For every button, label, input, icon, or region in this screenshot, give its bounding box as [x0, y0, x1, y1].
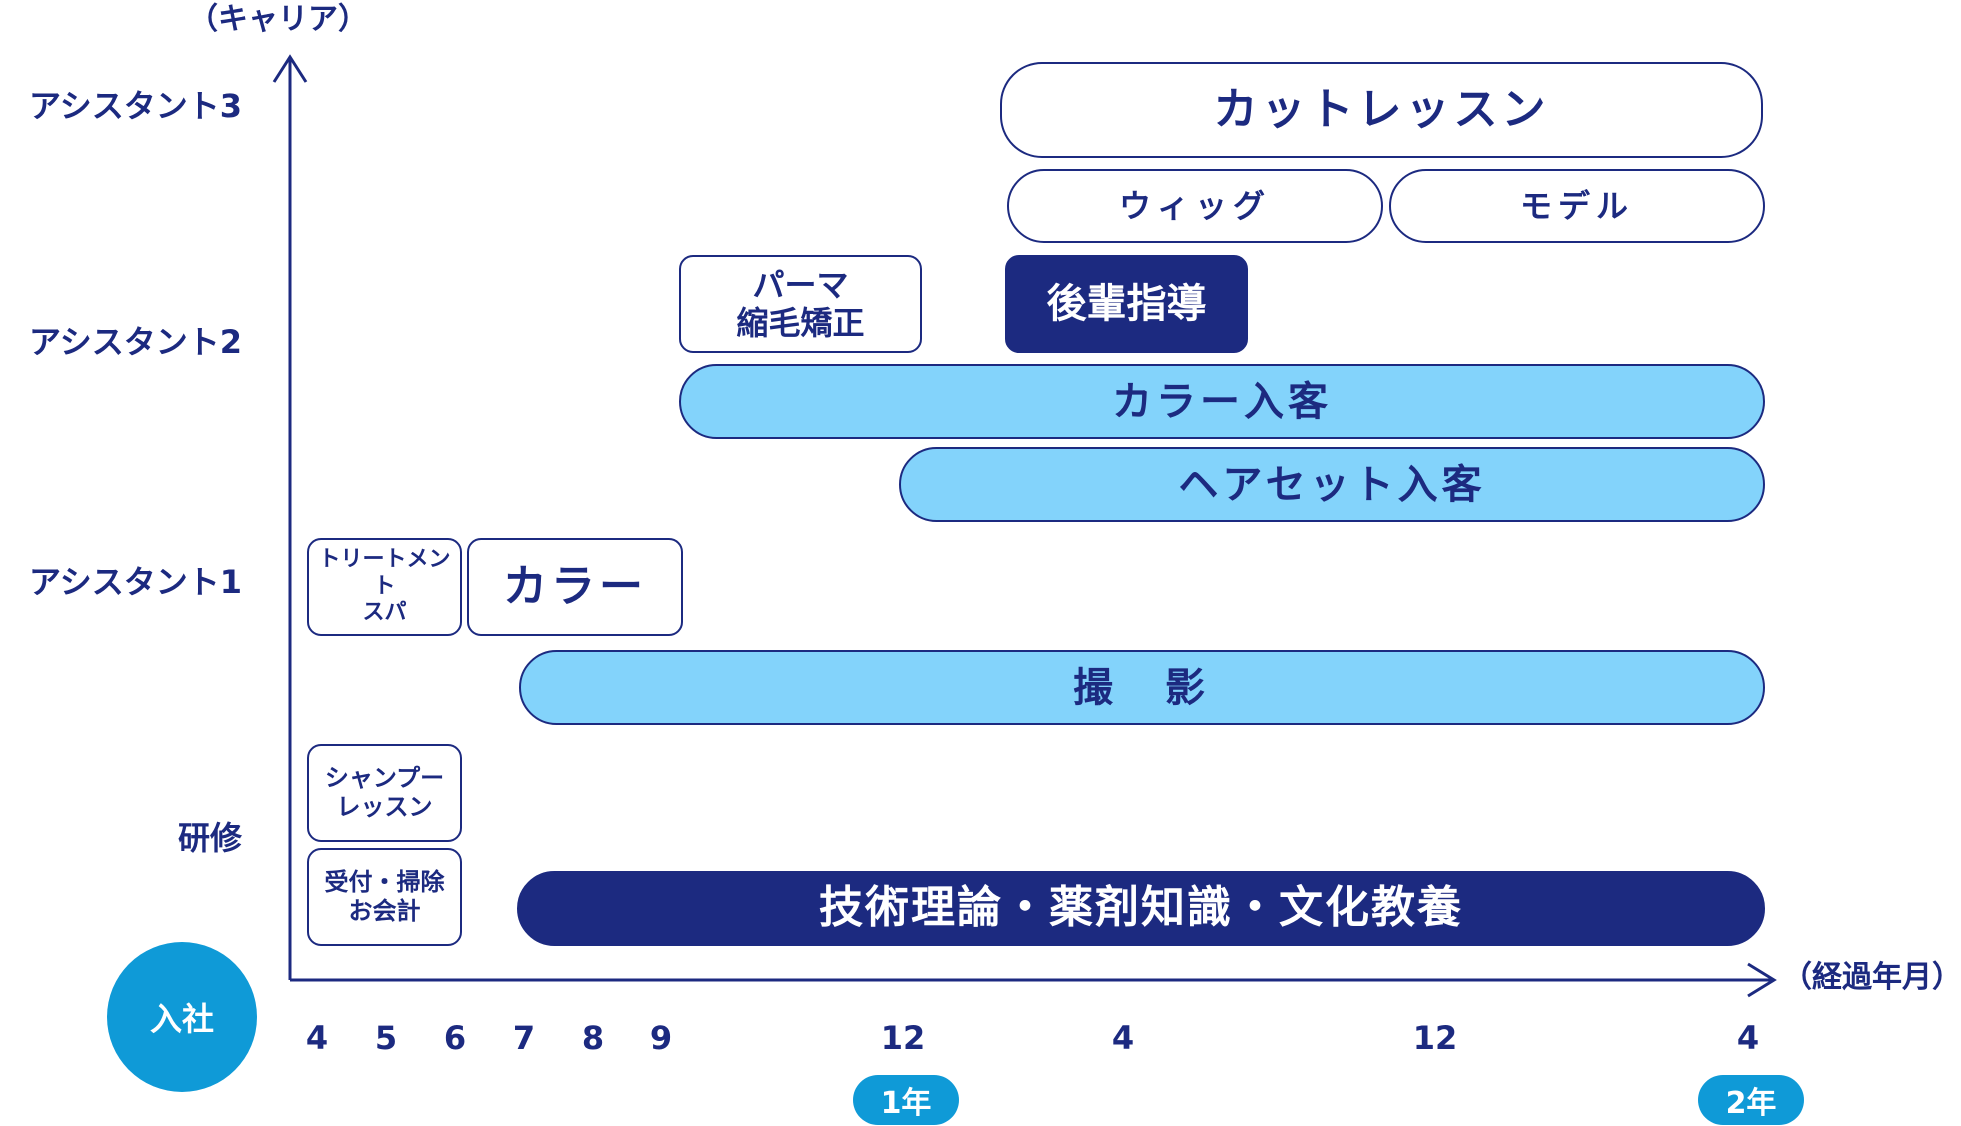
x-tick: 12: [880, 1019, 926, 1057]
y-level-assistant3: アシスタント3: [29, 87, 242, 125]
y-axis: [272, 54, 308, 980]
block-theory: 技術理論・薬剤知識・文化教養: [517, 871, 1765, 946]
block-cut-lesson: カットレッスン: [1000, 62, 1763, 158]
start-badge: 入社: [107, 942, 257, 1092]
x-axis: [290, 962, 1777, 998]
x-tick: 5: [374, 1019, 398, 1057]
block-color-customer: カラー入客: [679, 364, 1765, 439]
x-tick: 9: [649, 1019, 673, 1057]
block-model: モデル: [1389, 169, 1765, 243]
block-color: カラー: [467, 538, 683, 636]
x-tick: 6: [443, 1019, 467, 1057]
block-shampoo-lesson: シャンプー レッスン: [307, 744, 462, 842]
x-tick: 8: [581, 1019, 605, 1057]
x-tick: 7: [512, 1019, 536, 1057]
y-axis-arrow-icon: [272, 54, 308, 83]
y-axis-title: （キャリア）: [188, 2, 368, 37]
block-reception: 受付・掃除 お会計: [307, 848, 462, 946]
x-tick: 12: [1412, 1019, 1458, 1057]
y-level-assistant2: アシスタント2: [29, 323, 242, 361]
x-axis-arrow-icon: [1747, 962, 1777, 998]
block-perm: パーマ 縮毛矯正: [679, 255, 922, 353]
block-photo: 撮 影: [519, 650, 1765, 725]
block-wig: ウィッグ: [1007, 169, 1383, 243]
x-axis-title: （経過年月）: [1782, 960, 1961, 995]
y-level-assistant1: アシスタント1: [29, 563, 242, 601]
block-treatment-spa: トリートメント スパ: [307, 538, 462, 636]
block-mentoring: 後輩指導: [1005, 255, 1248, 353]
x-tick: 4: [1111, 1019, 1135, 1057]
y-level-training: 研修: [177, 819, 242, 857]
year-badge-2: 2年: [1698, 1075, 1804, 1125]
year-badge-1: 1年: [853, 1075, 959, 1125]
block-hairset-customer: ヘアセット入客: [899, 447, 1765, 522]
x-tick: 4: [305, 1019, 329, 1057]
x-tick: 4: [1736, 1019, 1760, 1057]
